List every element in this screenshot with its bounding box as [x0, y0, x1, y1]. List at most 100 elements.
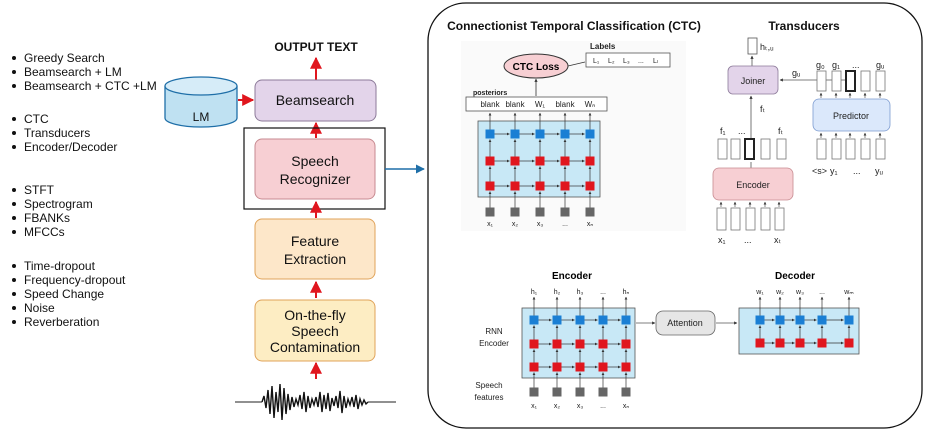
- ctc-title: Connectionist Temporal Classification (C…: [447, 19, 701, 33]
- input-token: x₁: [487, 221, 494, 228]
- vector: [776, 138, 787, 160]
- beamsearch-box: [254, 79, 377, 122]
- red-node: [560, 181, 570, 191]
- x-label: x₁: [718, 235, 726, 245]
- speech-recognizer-label-1: Speech: [291, 153, 338, 169]
- blue-node: [529, 315, 539, 325]
- feature-extraction-label-1: Feature: [291, 233, 339, 249]
- augmentation-list: Time-dropout Frequency-dropout Speed Cha…: [12, 259, 126, 329]
- red-node: [844, 338, 854, 348]
- gu-label: gᵤ: [792, 68, 801, 78]
- g-label: ...: [852, 60, 860, 70]
- blue-node: [844, 315, 854, 325]
- x-label: ...: [744, 235, 752, 245]
- list-item: Greedy Search: [24, 51, 105, 65]
- list-item: Time-dropout: [24, 259, 96, 273]
- red-node: [529, 362, 539, 372]
- red-node: [817, 338, 827, 348]
- posterior-token: blank: [555, 100, 575, 109]
- vector: [831, 138, 842, 160]
- red-node: [552, 339, 562, 349]
- contamination-box: [254, 299, 376, 362]
- vector: [744, 138, 755, 160]
- vector: [760, 207, 771, 231]
- red-node: [485, 181, 495, 191]
- red-node: [585, 181, 595, 191]
- posteriors-box: [465, 96, 608, 112]
- speech-recognizer-box: [254, 138, 376, 200]
- f-label: ...: [738, 126, 746, 136]
- predictor-box: [812, 98, 891, 132]
- red-node: [575, 339, 585, 349]
- waveform-icon: [235, 383, 396, 421]
- list-item: CTC: [24, 112, 49, 126]
- blue-node: [535, 129, 545, 139]
- h-label: hₙ: [623, 289, 630, 296]
- red-node: [598, 339, 608, 349]
- red-node: [485, 156, 495, 166]
- attention-box: [655, 310, 716, 336]
- predictor-label: Predictor: [833, 111, 869, 121]
- features-list: STFT Spectrogram FBANKs MFCCs: [12, 183, 93, 239]
- red-node: [575, 362, 585, 372]
- encoder-rnn-grid: [529, 296, 631, 397]
- decoding-list: Greedy Search Beamsearch + LM Beamsearch…: [12, 51, 157, 93]
- red-node: [535, 156, 545, 166]
- label-token: L₁: [593, 58, 600, 65]
- red-node: [755, 338, 765, 348]
- vector: [845, 138, 856, 160]
- vector: [845, 70, 856, 92]
- red-node: [795, 338, 805, 348]
- y-label: yᵤ: [875, 166, 884, 176]
- input-node: [560, 207, 570, 217]
- list-item: STFT: [24, 183, 55, 197]
- input-node: [598, 387, 608, 397]
- red-node: [621, 339, 631, 349]
- x-label: xₜ: [774, 235, 782, 245]
- x-label: ...: [600, 403, 606, 410]
- g-label: g₁: [832, 60, 840, 70]
- f-label: f₁: [720, 126, 726, 136]
- attention-label: Attention: [667, 318, 703, 328]
- ft-label: fₜ: [760, 104, 766, 114]
- output-text-label: OUTPUT TEXT: [274, 40, 358, 54]
- blue-node: [485, 129, 495, 139]
- input-node: [535, 207, 545, 217]
- w-label: ...: [819, 289, 825, 296]
- list-item: Speed Change: [24, 287, 104, 301]
- feature-extraction-label-2: Extraction: [284, 251, 346, 267]
- input-token: xₙ: [587, 221, 594, 228]
- x-label: xₙ: [623, 403, 630, 410]
- label-token: Lₗ: [653, 58, 658, 65]
- h-label: h₁: [531, 289, 538, 296]
- red-node: [535, 181, 545, 191]
- red-node: [552, 362, 562, 372]
- w-label: w₂: [775, 289, 784, 296]
- vector: [831, 70, 842, 92]
- blue-node: [552, 315, 562, 325]
- ctc-rnn-grid: [485, 112, 595, 217]
- list-item: Noise: [24, 301, 55, 315]
- list-item: Beamsearch + CTC +LM: [24, 79, 157, 93]
- x-label: x₃: [577, 403, 584, 410]
- y-label: y₁: [830, 166, 838, 176]
- transducers-diagram: hₜ,ᵤ Joiner gᵤ fₜ f₁ ... fₜ Encoder x₁ .…: [712, 37, 891, 245]
- model-detail-panel: [427, 2, 923, 429]
- vector: [860, 70, 871, 92]
- blue-node: [755, 315, 765, 325]
- transducer-encoder-box: [712, 167, 794, 201]
- input-token: ...: [562, 221, 568, 228]
- feature-extraction-box: [254, 218, 376, 280]
- red-node: [775, 338, 785, 348]
- output-label: hₜ,ᵤ: [760, 42, 774, 52]
- list-item: MFCCs: [24, 225, 65, 239]
- transducer-encoder-label: Encoder: [736, 180, 770, 190]
- h-label: h₂: [554, 289, 561, 296]
- arrow: [567, 61, 586, 67]
- red-node: [598, 362, 608, 372]
- list-item: Spectrogram: [24, 197, 93, 211]
- joiner-box: [727, 65, 779, 95]
- encoder-decoder-diagram: Encoder Decoder h₁ h₂ h₃ ... hₙ Attentio…: [475, 271, 860, 410]
- beamsearch-label: Beamsearch: [276, 92, 355, 108]
- list-item: FBANKs: [24, 211, 70, 225]
